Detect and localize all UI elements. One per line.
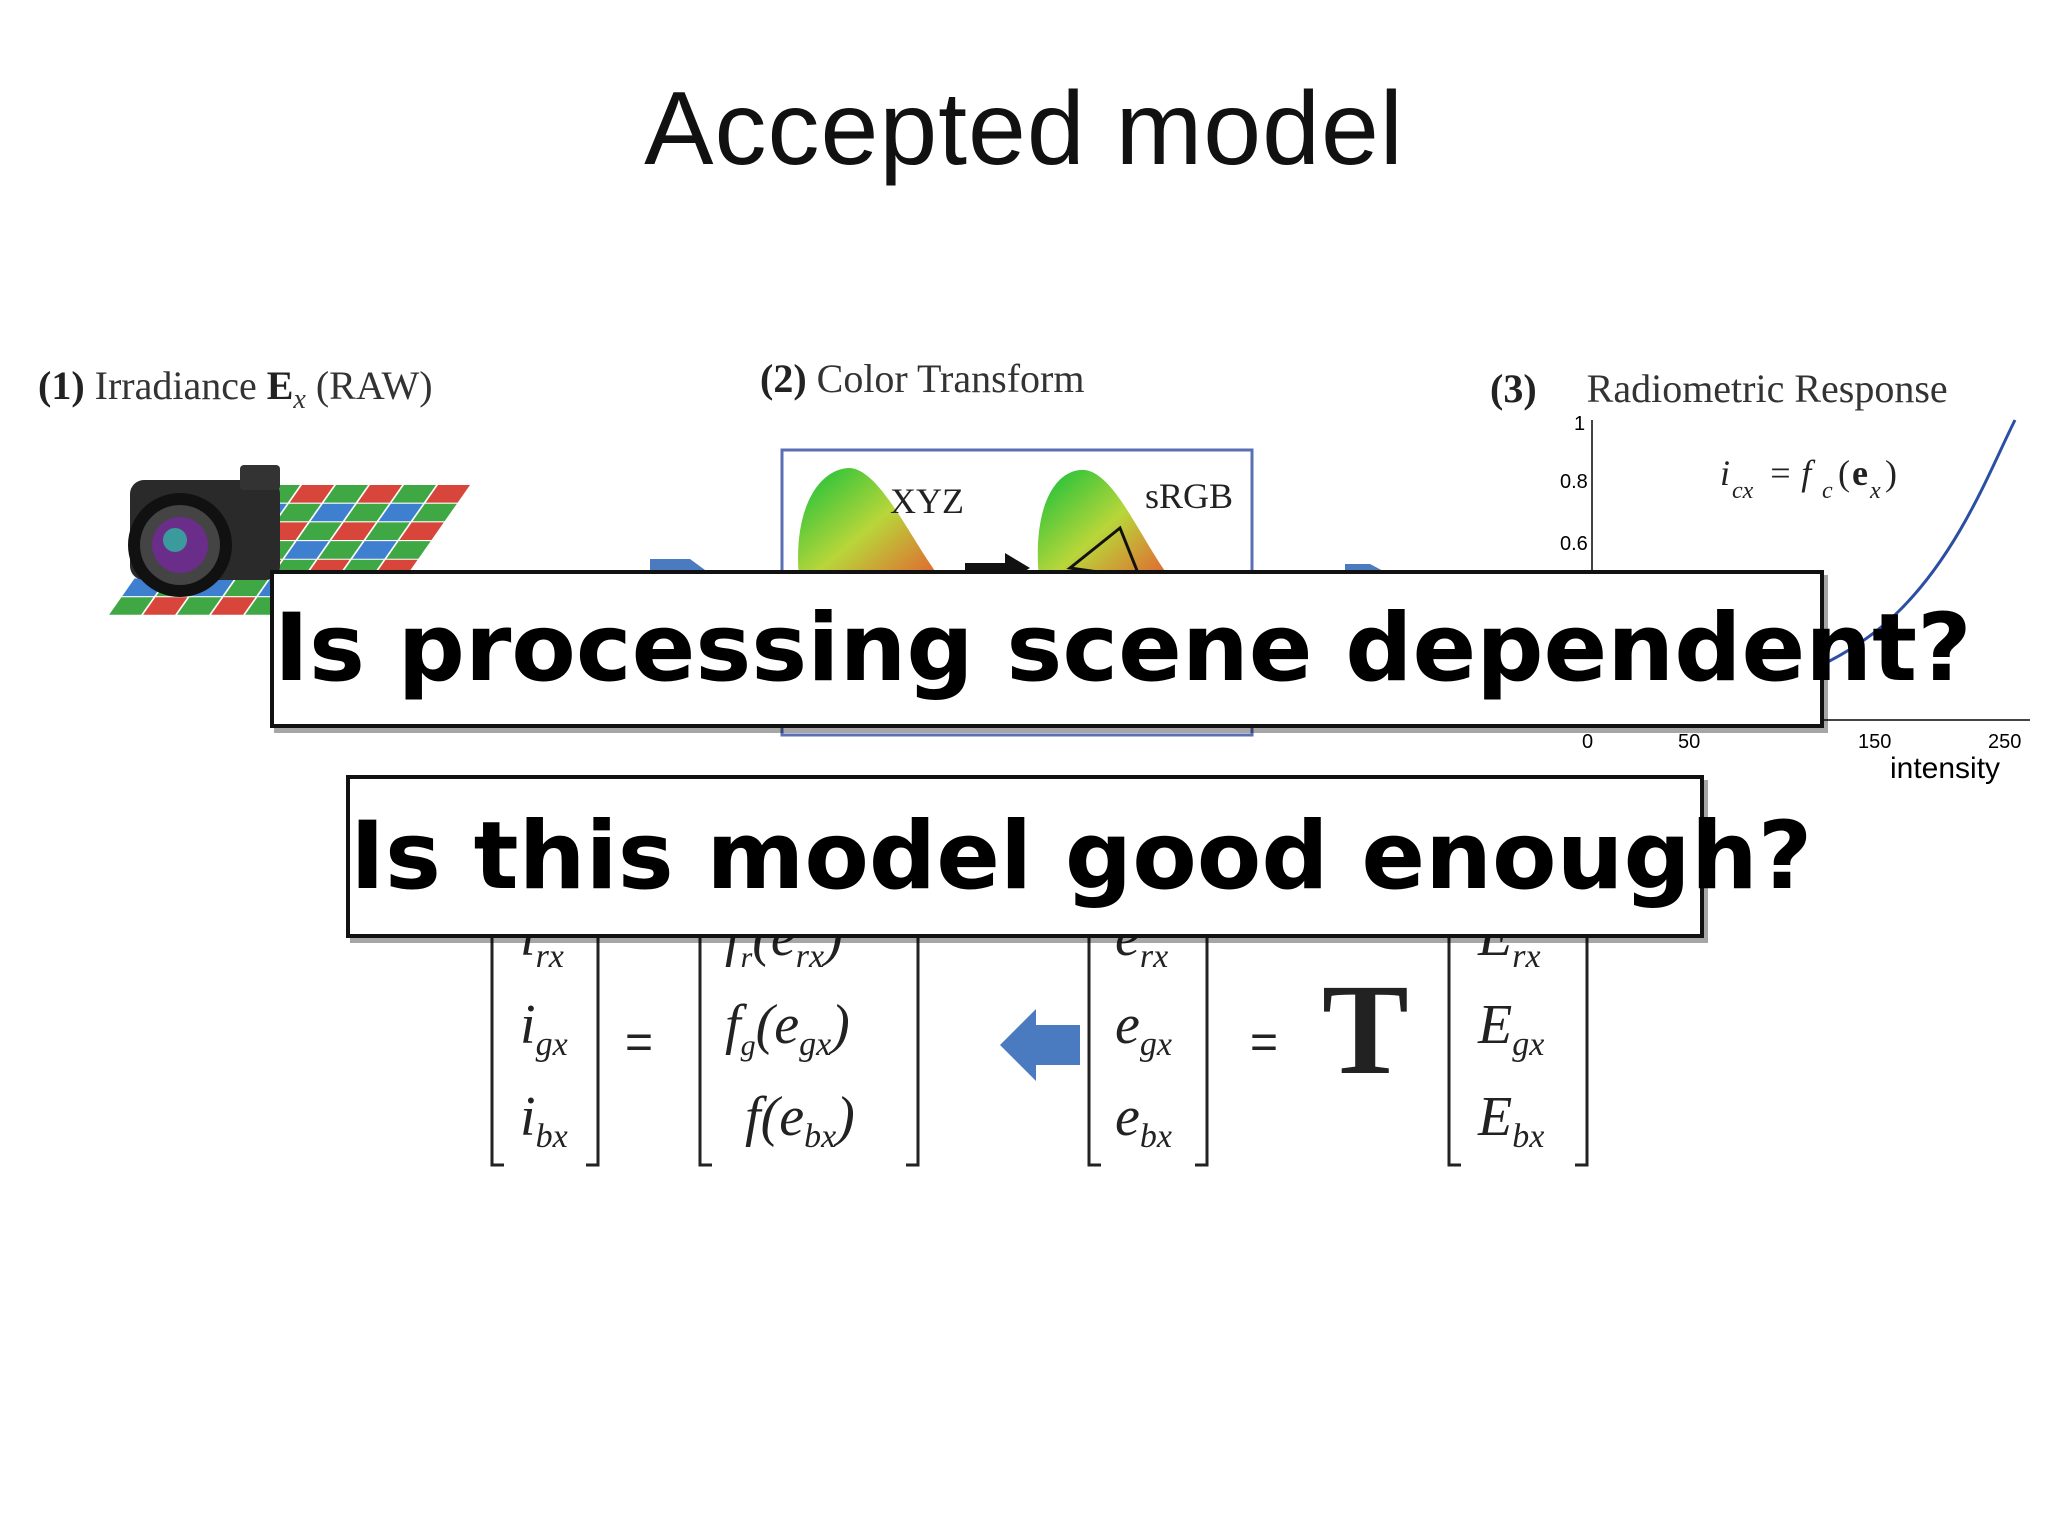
- y-tick-0.6: 0.6: [1560, 533, 1588, 555]
- srgb-label: sRGB: [1145, 476, 1233, 516]
- stage-2-label: (2) Color Transform: [760, 355, 1084, 402]
- e-g-entry: egx: [1115, 994, 1172, 1064]
- f-b-entry: f(ebx): [745, 1086, 855, 1156]
- question-scene-dependent: Is processing scene dependent?: [270, 570, 1972, 728]
- stage-3-number: (3): [1490, 366, 1537, 411]
- xyz-label: XYZ: [890, 481, 964, 521]
- stage-1-number: (1): [38, 363, 85, 408]
- camera-sensor-illustration: [109, 465, 471, 615]
- stage-1-label: (1) Irradiance Ex (RAW): [38, 362, 433, 416]
- plot-xlabel: intensity: [1890, 752, 2000, 785]
- srgb-gamut: [1037, 469, 1170, 588]
- question-model-good-enough: Is this model good enough?: [346, 775, 1812, 938]
- y-tick-1: 1: [1574, 413, 1585, 435]
- equals-sign-2: =: [1250, 1016, 1279, 1069]
- E-b-entry: Ebx: [1478, 1086, 1545, 1156]
- camera-icon: [128, 465, 280, 597]
- y-tick-0.8: 0.8: [1560, 471, 1588, 493]
- formula-mid: = f: [1768, 453, 1816, 493]
- stage-1-subscript: x: [293, 384, 306, 415]
- stage-2-text: Color Transform: [816, 356, 1085, 401]
- matrix-equation: irx igx ibx = fr(erx) fg(egx) f(ebx) erx…: [480, 905, 1630, 1175]
- stage-3-text: Radiometric Response: [1586, 366, 1948, 411]
- back-arrow-icon: [1000, 1009, 1080, 1081]
- stage-1-text: Irradiance: [94, 363, 257, 408]
- x-tick-250: 250: [1988, 731, 2021, 753]
- stage-3-label: (3) Radiometric Response: [1490, 365, 1948, 412]
- response-formula: i cx = f c ( e x ): [1720, 453, 1897, 504]
- x-tick-50: 50: [1678, 731, 1700, 753]
- x-tick-0: 0: [1582, 731, 1593, 753]
- e-b-entry: ebx: [1115, 1086, 1172, 1156]
- slide-title: Accepted model: [644, 71, 1404, 187]
- stage-1-symbol: E: [266, 363, 294, 408]
- formula-arg: e: [1852, 453, 1868, 493]
- svg-text:(: (: [1838, 453, 1850, 493]
- bayer-mosaic: [109, 485, 471, 615]
- formula-mid-sub: c: [1822, 478, 1833, 504]
- formula-lhs-sub: cx: [1732, 478, 1754, 504]
- i-g-entry: igx: [520, 994, 568, 1064]
- f-g-entry: fg(egx): [725, 994, 850, 1064]
- formula-arg-sub: x: [1869, 478, 1881, 504]
- transform-matrix-symbol: T: [1322, 958, 1409, 1102]
- E-g-entry: Egx: [1478, 994, 1545, 1064]
- svg-text:): ): [1885, 453, 1897, 493]
- formula-lhs: i: [1720, 453, 1730, 493]
- x-tick-150: 150: [1858, 731, 1891, 753]
- stage-1-tail: (RAW): [315, 363, 433, 408]
- equals-sign-1: =: [625, 1016, 654, 1069]
- stage-2-number: (2): [760, 356, 807, 401]
- xyz-gamut: [798, 468, 940, 588]
- color-transform-panel: XYZ sRGB: [780, 448, 1254, 737]
- i-b-entry: ibx: [520, 1086, 568, 1156]
